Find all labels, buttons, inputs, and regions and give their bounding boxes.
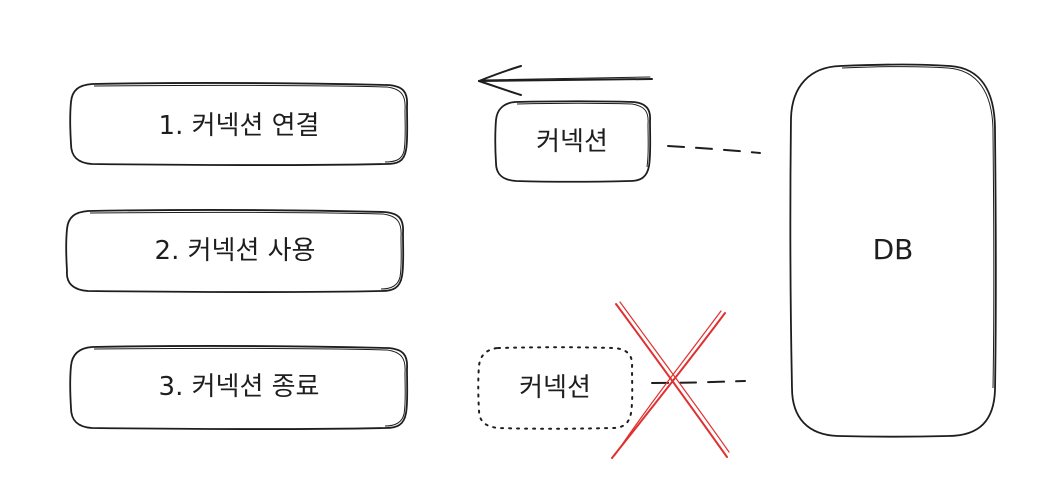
- connection-active[interactable]: 커넥션: [494, 100, 652, 183]
- closed-link: [651, 380, 746, 384]
- connection-closed-label: 커넥션: [519, 373, 591, 403]
- step-close-label: 3. 커넥션 종료: [159, 372, 320, 402]
- step-connect-label: 1. 커넥션 연결: [159, 111, 320, 141]
- step-connect[interactable]: 1. 커넥션 연결: [69, 82, 409, 167]
- step-use[interactable]: 2. 커넥션 사용: [65, 209, 405, 294]
- connection-active-box: [494, 100, 652, 183]
- step-close[interactable]: 3. 커넥션 종료: [69, 345, 409, 431]
- active-link: [667, 145, 761, 154]
- step-connect-box: [69, 82, 409, 167]
- database-label: DB: [873, 233, 914, 266]
- arrow-shaft: [478, 78, 653, 82]
- disconnect-cross-icon: [611, 301, 730, 459]
- database-box: [789, 63, 997, 438]
- arrow-head-upper: [478, 65, 522, 82]
- arrow-head-lower: [478, 80, 522, 96]
- step-use-box: [65, 209, 405, 294]
- step-close-box: [69, 345, 409, 431]
- return-arrow: [478, 65, 653, 96]
- connection-closed[interactable]: 커넥션: [477, 346, 634, 430]
- database[interactable]: DB: [789, 63, 997, 438]
- connection-closed-box: [477, 346, 634, 430]
- step-use-label: 2. 커넥션 사용: [155, 236, 316, 266]
- connection-active-label: 커넥션: [536, 127, 608, 157]
